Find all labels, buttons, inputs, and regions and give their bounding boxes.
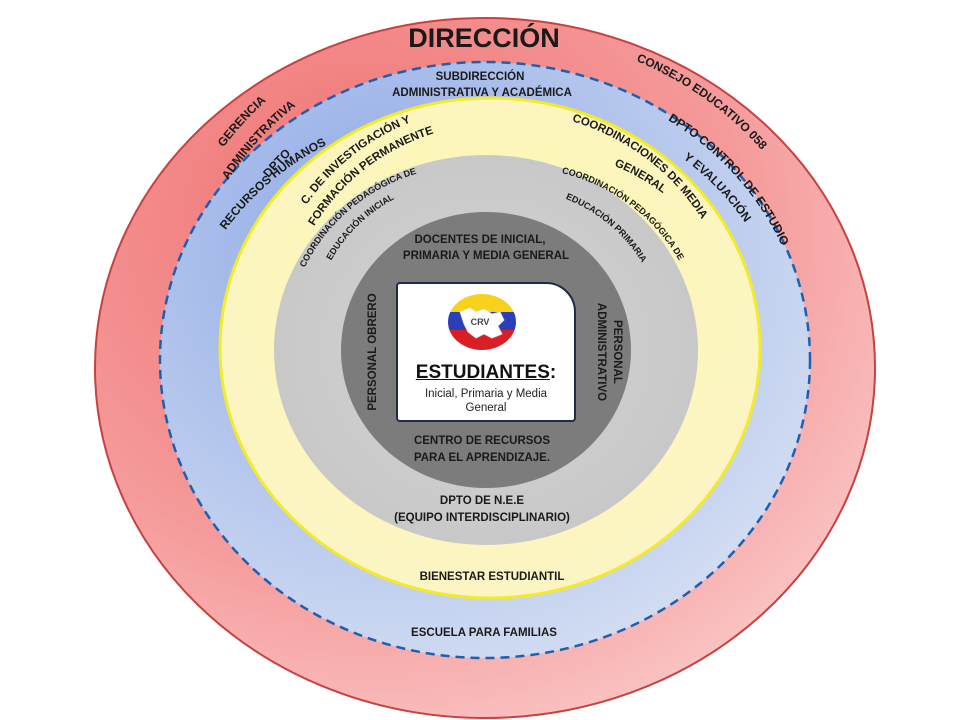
nee-label-2: (EQUIPO INTERDISCIPLINARIO) (394, 512, 570, 524)
logo-text: CRV (471, 317, 490, 327)
title-direccion: DIRECCIÓN (408, 22, 560, 53)
cra-label-1: CENTRO DE RECURSOS (414, 435, 550, 447)
dashed-boundary (158, 60, 812, 660)
cra-label-2: PARA EL APRENDIZAJE. (414, 452, 550, 464)
escuela-label: ESCUELA PARA FAMILIAS (411, 627, 557, 639)
crv-logo-icon: CRV (448, 294, 516, 350)
docentes-label-2: PRIMARIA Y MEDIA GENERAL (403, 250, 569, 262)
obrero-label: PERSONAL OBRERO (367, 293, 379, 410)
estudiantes-subtitle: Inicial, Primaria y Media General (424, 388, 548, 414)
nee-label-1: DPTO DE N.E.E (440, 495, 524, 507)
docentes-label-1: DOCENTES DE INICIAL, (415, 234, 546, 246)
administrativo-label-2: ADMINISTRATIVO (595, 303, 607, 401)
subdireccion-label-1: SUBDIRECCIÓN (436, 70, 525, 83)
estudiantes-title: ESTUDIANTES: (415, 362, 557, 383)
center-box-estudiantes: CRV ESTUDIANTES: Inicial, Primaria y Med… (396, 282, 576, 422)
subdireccion-label-2: ADMINISTRATIVA Y ACADÉMICA (392, 86, 572, 99)
bienestar-label: BIENESTAR ESTUDIANTIL (420, 571, 565, 583)
administrativo-label-1: PERSONAL (611, 320, 623, 384)
